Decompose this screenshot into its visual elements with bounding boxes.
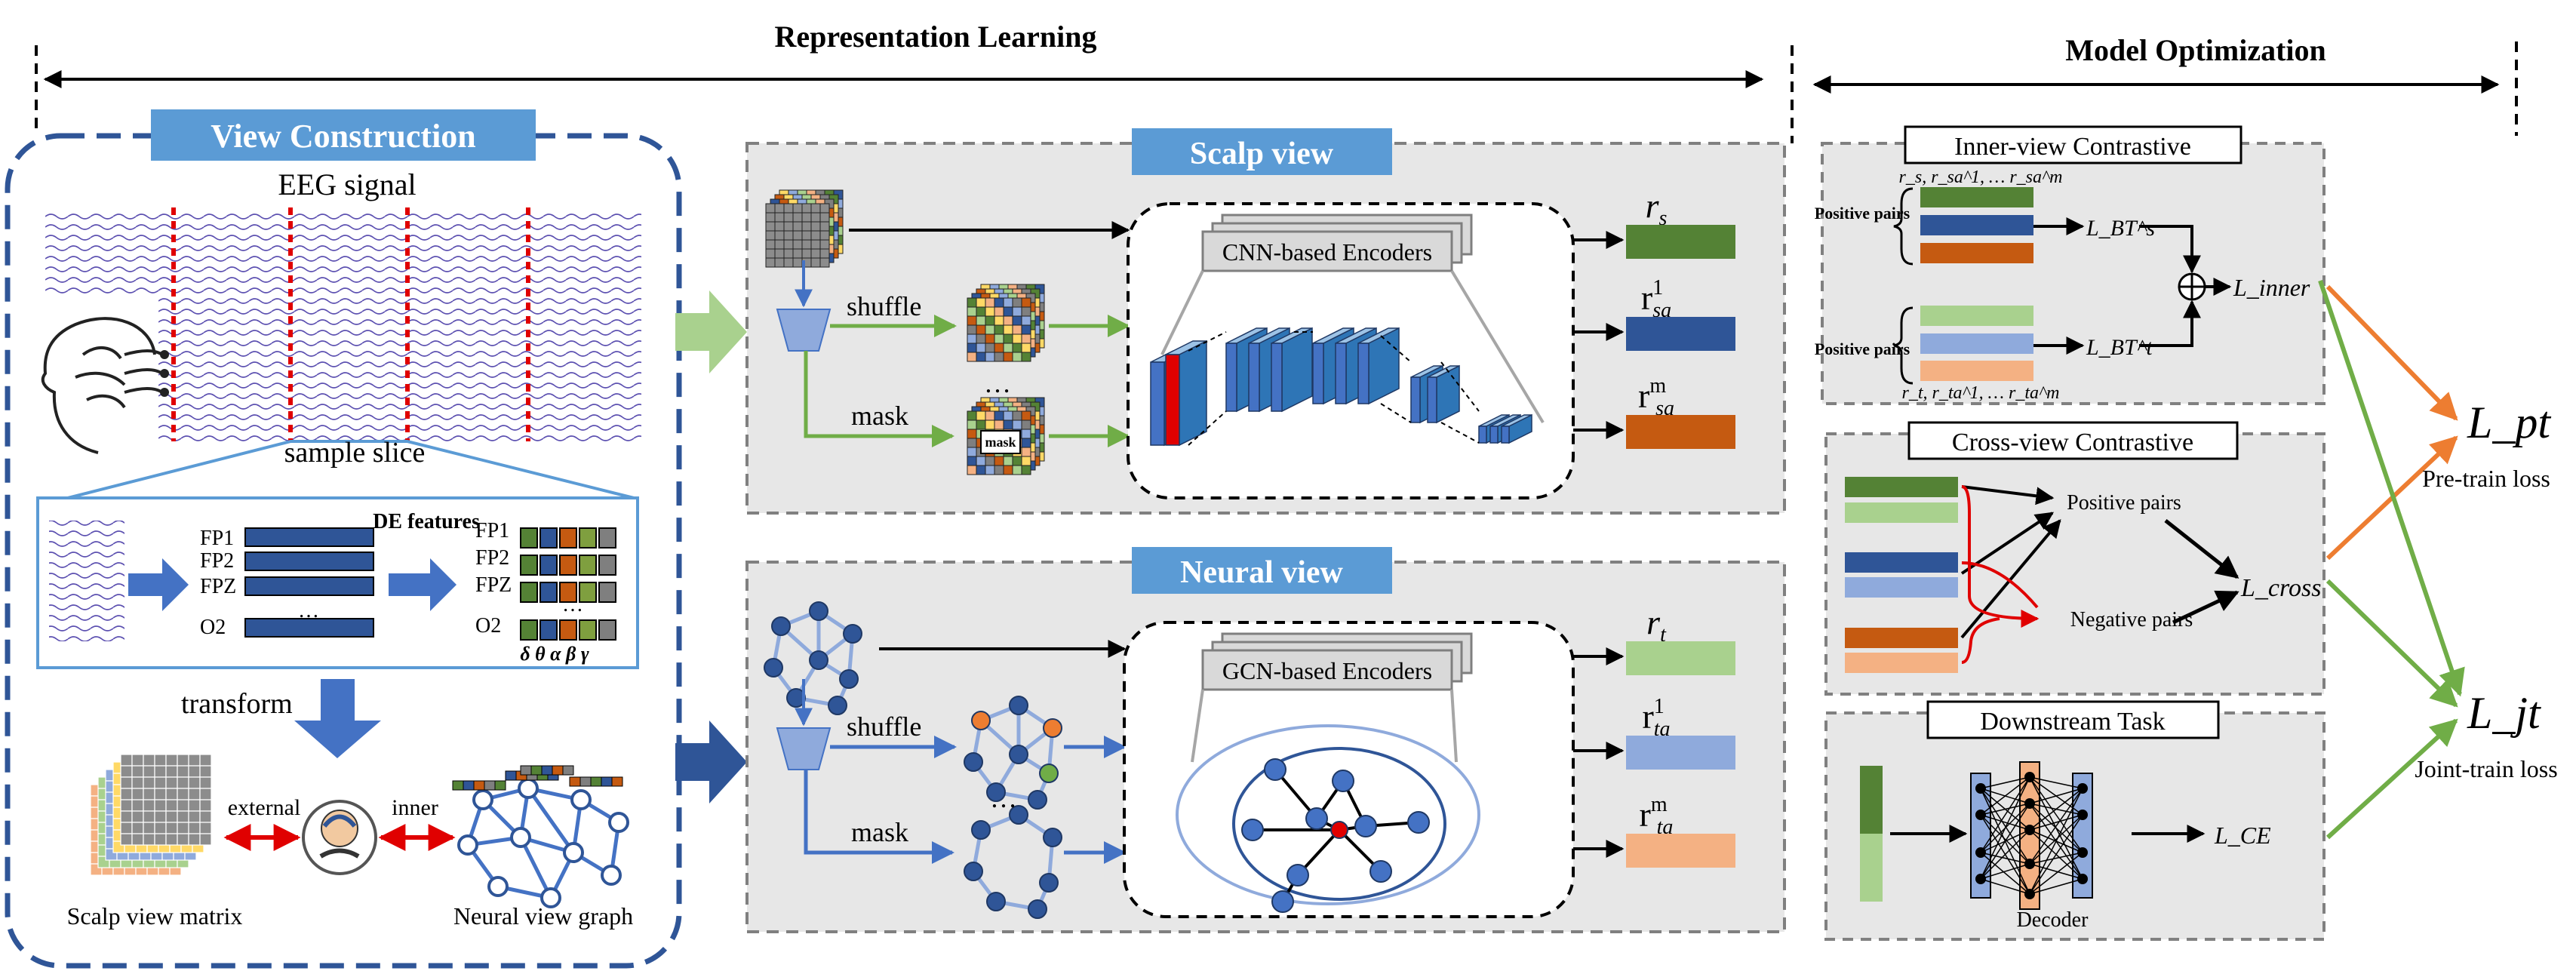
scalp-dots: … (984, 368, 1011, 398)
scalp-shuffle-label: shuffle (847, 291, 921, 321)
decoder-network (1970, 761, 2093, 910)
loss-jt: L_jt (2467, 688, 2541, 738)
optimization-header: Model Optimization (1812, 33, 2518, 136)
svg-text:FP1: FP1 (475, 519, 509, 542)
de-features-label: DE features (373, 510, 480, 533)
positive-pairs-top: Positive pairs (1815, 204, 1910, 223)
scalp-view-matrix (90, 754, 212, 876)
representation-header: Representation Learning (35, 20, 1794, 143)
de-features-text: DE features (373, 510, 480, 533)
gcn-encoder-label: GCN-based Encoders (1222, 657, 1432, 684)
positive-pairs-label: Positive pairs (2067, 491, 2181, 515)
band-bars (520, 527, 616, 641)
neural-output-bar-2 (1626, 834, 1735, 868)
channel-bars-left: FP1 FP2 FPZ … O2 (200, 527, 374, 639)
inner-top-label: r_s, r_sa^1, … r_sa^m (1899, 167, 2063, 187)
mask-tag: mask (985, 435, 1016, 450)
neural-output-bar-0 (1626, 641, 1735, 675)
scalp-view-panel: Scalp view mask shuffle mask … CNN-based… (745, 128, 1786, 515)
svg-text:FP1: FP1 (200, 527, 234, 550)
model-optimization-title: Model Optimization (2065, 33, 2326, 67)
decoder-label: Decoder (2017, 908, 2089, 932)
scalp-output-bar-1 (1626, 317, 1735, 351)
loss-bt-s: L_BT^s (2086, 216, 2155, 241)
inner-label: inner (392, 795, 438, 820)
neural-view-title: Neural view (1180, 555, 1343, 590)
eeg-head-icon (41, 317, 169, 454)
final-losses: L_pt Pre-train loss L_jt Joint-train los… (2318, 280, 2558, 840)
eeg-waves (45, 211, 641, 298)
neural-dots: … (990, 783, 1017, 813)
view-construction-panel: View Construction EEG signal sample slic… (5, 109, 682, 969)
neural-graph-label: Neural view graph (453, 902, 633, 930)
negative-pairs-label: Negative pairs (2070, 608, 2193, 631)
transform-label: transform (181, 688, 293, 720)
downstream-panel: Downstream Task Decoder L_CE (1824, 700, 2325, 941)
scalp-view-title: Scalp view (1190, 137, 1334, 171)
loss-pt: L_pt (2467, 398, 2551, 447)
representation-learning-title: Representation Learning (774, 20, 1096, 54)
pretrain-caption: Pre-train loss (2422, 465, 2550, 492)
cross-view-title: Cross-view Contrastive (1952, 429, 2193, 456)
scalp-output-bar-2 (1626, 415, 1735, 449)
neural-view-graph (452, 765, 629, 908)
inner-bottom-label: r_t, r_ta^1, … r_ta^m (1902, 383, 2060, 403)
positive-pairs-bottom: Positive pairs (1815, 340, 1910, 358)
slice-markers (171, 207, 530, 441)
scalp-matrix-label: Scalp view matrix (67, 902, 243, 930)
downstream-title: Downstream Task (1980, 708, 2165, 736)
neural-shuffle-label: shuffle (847, 711, 921, 742)
channel-bars-right: FP1 FP2 FPZ … O2 (475, 519, 583, 638)
scalp-output-bar-0 (1626, 225, 1735, 259)
scalp-output-0: rs (1646, 186, 1668, 230)
neural-output-0: rt (1646, 603, 1667, 647)
external-label: external (228, 795, 301, 820)
neural-view-panel: Neural view shuffle mask … GCN-based Enc… (745, 547, 1786, 933)
cnn-layers (1150, 327, 1532, 447)
cnn-encoder-label: CNN-based Encoders (1222, 238, 1432, 266)
bands-label: δ θ α β γ (520, 643, 589, 665)
eeg-signal-label: EEG signal (278, 167, 416, 201)
view-construction-title: View Construction (211, 118, 476, 155)
sample-slice-label: sample slice (284, 437, 426, 469)
svg-text:FPZ: FPZ (200, 575, 236, 598)
loss-ce: L_CE (2214, 822, 2271, 849)
svg-text:O2: O2 (200, 616, 226, 639)
loss-bt-t: L_BT^t (2086, 335, 2153, 360)
svg-text:O2: O2 (475, 614, 501, 638)
cross-view-panel: Cross-view Contrastive Positive pairs Ne… (1824, 421, 2325, 696)
loss-cross: L_cross (2240, 574, 2321, 602)
svg-text:FP2: FP2 (200, 549, 234, 573)
scalp-mask-label: mask (851, 401, 908, 431)
neural-output-bar-1 (1626, 736, 1735, 770)
neural-mask-label: mask (851, 817, 908, 847)
arrow-to-neural (675, 721, 747, 804)
jointtrain-caption: Joint-train loss (2415, 755, 2557, 782)
eeg-waves-lower (158, 298, 641, 441)
loss-inner: L_inner (2233, 274, 2310, 301)
svg-text:FP2: FP2 (475, 546, 509, 570)
gcn-graph (1241, 758, 1430, 913)
svg-text:FPZ: FPZ (475, 573, 512, 597)
inner-view-title: Inner-view Contrastive (1954, 133, 2191, 161)
arrow-to-scalp (675, 290, 747, 373)
inner-view-panel: Inner-view Contrastive r_s, r_sa^1, … r_… (1815, 125, 2325, 405)
